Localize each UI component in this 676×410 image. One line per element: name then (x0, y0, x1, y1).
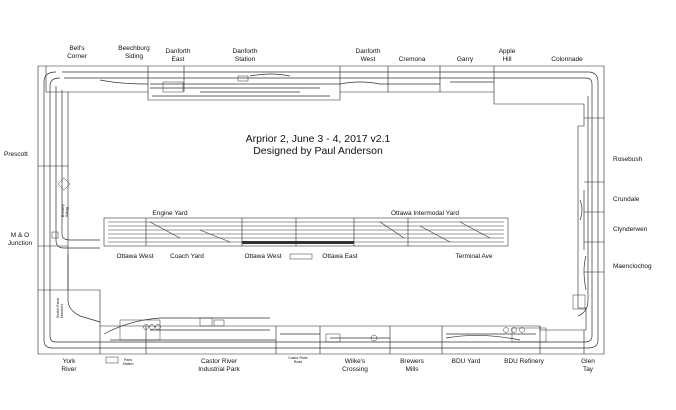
label-danforth-west: Danforth West (355, 48, 381, 63)
label-apple-hill: Apple Hill (498, 48, 516, 63)
label-ottawa-intermodal-yard: Ottawa Intermodal Yard (390, 210, 460, 217)
label-mo-junction: M & O Junction (7, 232, 33, 247)
label-wilkes-crossing: Wilke's Crossing (342, 358, 368, 373)
label-clynderwen: Clynderwen (613, 226, 648, 233)
label-bdu-yard: BDU Yard (451, 358, 481, 365)
label-ottawa-east: Ottawa East (322, 253, 358, 260)
label-crundale: Crundale (613, 196, 640, 203)
label-rosebush: Rosebush (613, 156, 643, 163)
label-brewery-siding: Brewery Siding (61, 204, 69, 217)
label-ottawa-west-mid: Ottawa West (244, 253, 282, 260)
label-castor-river-industrial-park: Castor River Industrial Park (198, 358, 240, 373)
ottawa-main-platform (242, 241, 354, 244)
label-bells-corner: Bell's Corner (67, 45, 87, 60)
label-cremona: Cremona (398, 56, 426, 63)
label-maenclochog: Maenclochog (613, 263, 652, 270)
ottawa-yard-outline (103, 217, 509, 247)
label-glen-tay: Glen Tay (581, 358, 595, 373)
danforth-station-building (237, 75, 249, 82)
label-castor-river-road: Castor River Road (288, 356, 308, 364)
title-line2: Designed by Paul Anderson (253, 145, 383, 157)
label-brewers-mills: Brewers Mills (400, 358, 424, 373)
label-terminal-ave: Terminal Ave (455, 253, 493, 260)
label-prescott: Prescott (4, 151, 28, 158)
label-bdu-refinery: BDU Refinery (504, 358, 544, 365)
label-paris-station: Paris Station (122, 358, 134, 366)
danforth-east-building (162, 81, 184, 93)
layout-title: Arprior 2, June 3 - 4, 2017 v2.1 Designe… (218, 133, 418, 157)
label-coach-yard: Coach Yard (170, 253, 204, 260)
mainline-inner (49, 77, 593, 343)
label-ottawa-west-left: Ottawa West (116, 253, 154, 260)
label-beechburg-siding: Beechburg Siding (118, 45, 150, 60)
label-danforth-east: Danforth East (165, 48, 191, 63)
ottawa-station-building (289, 253, 313, 260)
label-switch-panel: Switch Panel Numbers (56, 297, 64, 318)
mainline-outer (43, 71, 599, 349)
label-engine-yard: Engine Yard (152, 210, 188, 217)
label-york-river: York River (61, 358, 77, 373)
title-line1: Arprior 2, June 3 - 4, 2017 v2.1 (245, 133, 391, 145)
outer-benchwork (37, 65, 605, 355)
label-danforth-station: Danforth Station (232, 48, 258, 63)
label-colonnade: Colonnade (551, 56, 583, 63)
label-garry: Garry (456, 56, 474, 63)
